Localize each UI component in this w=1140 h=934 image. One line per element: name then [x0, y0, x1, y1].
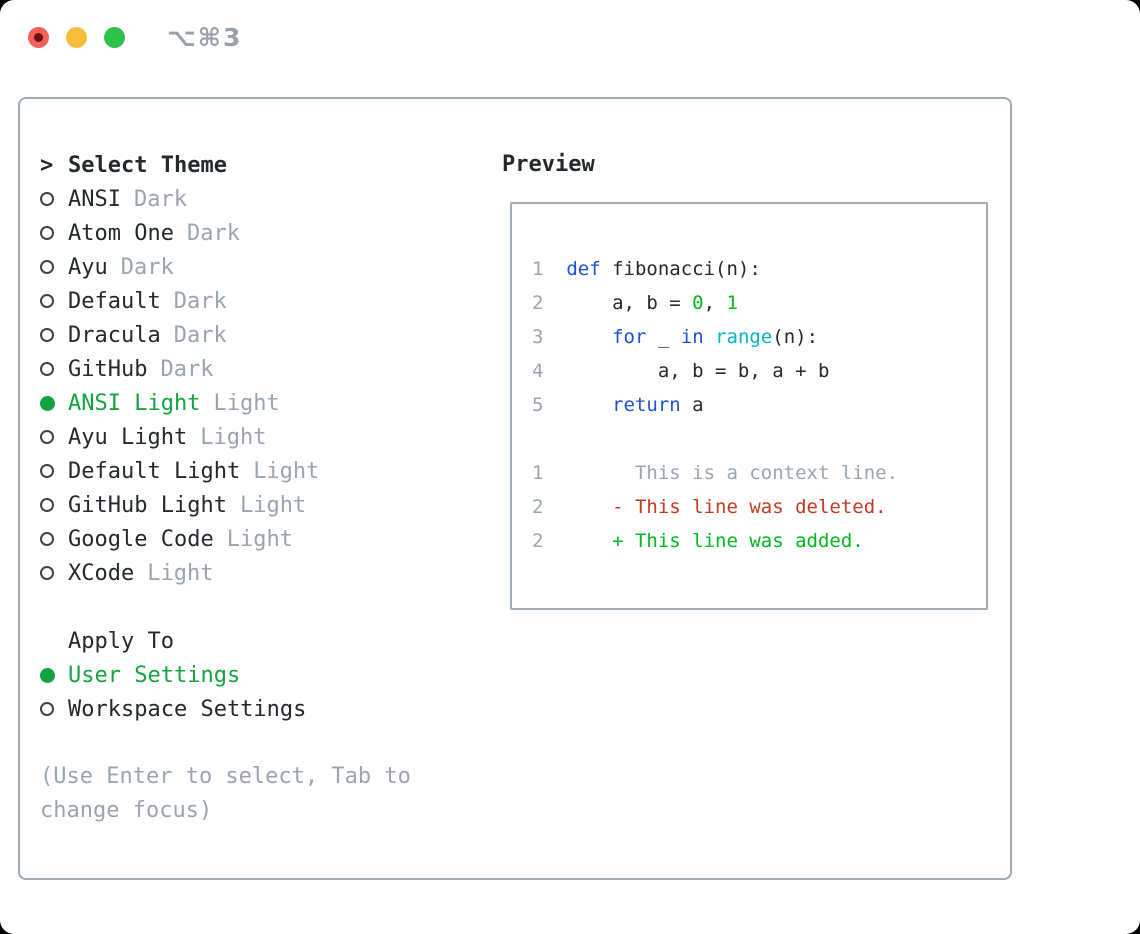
radio-icon	[40, 464, 54, 478]
theme-option-github[interactable]: GitHub Dark	[40, 352, 411, 386]
window-title: ⌥⌘3	[167, 23, 243, 52]
code-line: 2 + This line was added.	[532, 530, 864, 552]
theme-option-xcode[interactable]: XCode Light	[40, 556, 411, 590]
radio-icon	[40, 498, 54, 512]
radio-icon	[40, 667, 55, 683]
theme-option-default-light[interactable]: Default Light Light	[40, 454, 411, 488]
hint-text-line-2: change focus)	[40, 798, 213, 823]
theme-option-ayu-light[interactable]: Ayu Light Light	[40, 420, 411, 454]
code-preview-box: 1 def fibonacci(n): 2 a, b = 0, 1 3 for _ …	[510, 202, 988, 610]
apply-to-heading: Apply To	[68, 628, 174, 654]
select-theme-heading: Select Theme	[68, 152, 227, 178]
theme-option-dracula[interactable]: Dracula Dark	[40, 318, 411, 352]
apply-target-option-workspace-settings[interactable]: Workspace Settings	[40, 692, 411, 726]
apply-target-option-user-settings[interactable]: User Settings	[40, 658, 411, 692]
code-line: 2 a, b = 0, 1	[532, 292, 738, 314]
hint-text-line-1: (Use Enter to select, Tab to	[40, 764, 411, 789]
theme-options-list: ANSI Dark Atom One Dark Ayu Dark Default…	[40, 182, 411, 590]
window-titlebar[interactable]: ⌥⌘3	[0, 0, 1140, 76]
close-button-dot-icon	[34, 33, 43, 42]
code-line	[532, 422, 986, 456]
preview-heading: Preview	[502, 152, 595, 177]
select-theme-heading-row: > Select Theme	[40, 148, 411, 182]
maximize-button[interactable]	[104, 27, 125, 48]
apply-target-options-list: User Settings Workspace Settings	[40, 658, 411, 726]
radio-icon	[40, 192, 54, 206]
code-line: 5 return a	[532, 394, 704, 416]
spacer	[40, 726, 411, 760]
theme-option-default[interactable]: Default Dark	[40, 284, 411, 318]
radio-icon	[40, 328, 54, 342]
apply-to-heading-row: Apply To	[40, 624, 411, 658]
radio-icon	[40, 430, 54, 444]
radio-icon	[40, 294, 54, 308]
radio-icon	[40, 260, 54, 274]
radio-icon	[40, 566, 54, 580]
close-button[interactable]	[28, 27, 49, 48]
radio-icon	[40, 702, 54, 716]
code-line: 3 for _ in range(n):	[532, 326, 819, 348]
radio-icon	[40, 395, 55, 411]
theme-option-ayu[interactable]: Ayu Dark	[40, 250, 411, 284]
code-preview: 1 def fibonacci(n): 2 a, b = 0, 1 3 for _ …	[512, 204, 986, 558]
code-line: 2 - This line was deleted.	[532, 496, 887, 518]
radio-icon	[40, 226, 54, 240]
prompt-caret-icon: >	[40, 152, 54, 178]
theme-option-atom-one[interactable]: Atom One Dark	[40, 216, 411, 250]
code-line: 4 a, b = b, a + b	[532, 360, 830, 382]
theme-option-ansi[interactable]: ANSI Dark	[40, 182, 411, 216]
code-line: 1 def fibonacci(n):	[532, 258, 761, 280]
minimize-button[interactable]	[66, 27, 87, 48]
theme-picker-panel: > Select Theme ANSI Dark Atom One Dark A…	[18, 97, 1012, 880]
theme-list-column: > Select Theme ANSI Dark Atom One Dark A…	[40, 148, 411, 828]
radio-icon	[40, 362, 54, 376]
theme-option-github-light[interactable]: GitHub Light Light	[40, 488, 411, 522]
theme-option-ansi-light[interactable]: ANSI Light Light	[40, 386, 411, 420]
theme-option-google-code[interactable]: Google Code Light	[40, 522, 411, 556]
radio-icon	[40, 532, 54, 546]
code-line: 1 This is a context line.	[532, 462, 899, 484]
spacer	[40, 590, 411, 624]
